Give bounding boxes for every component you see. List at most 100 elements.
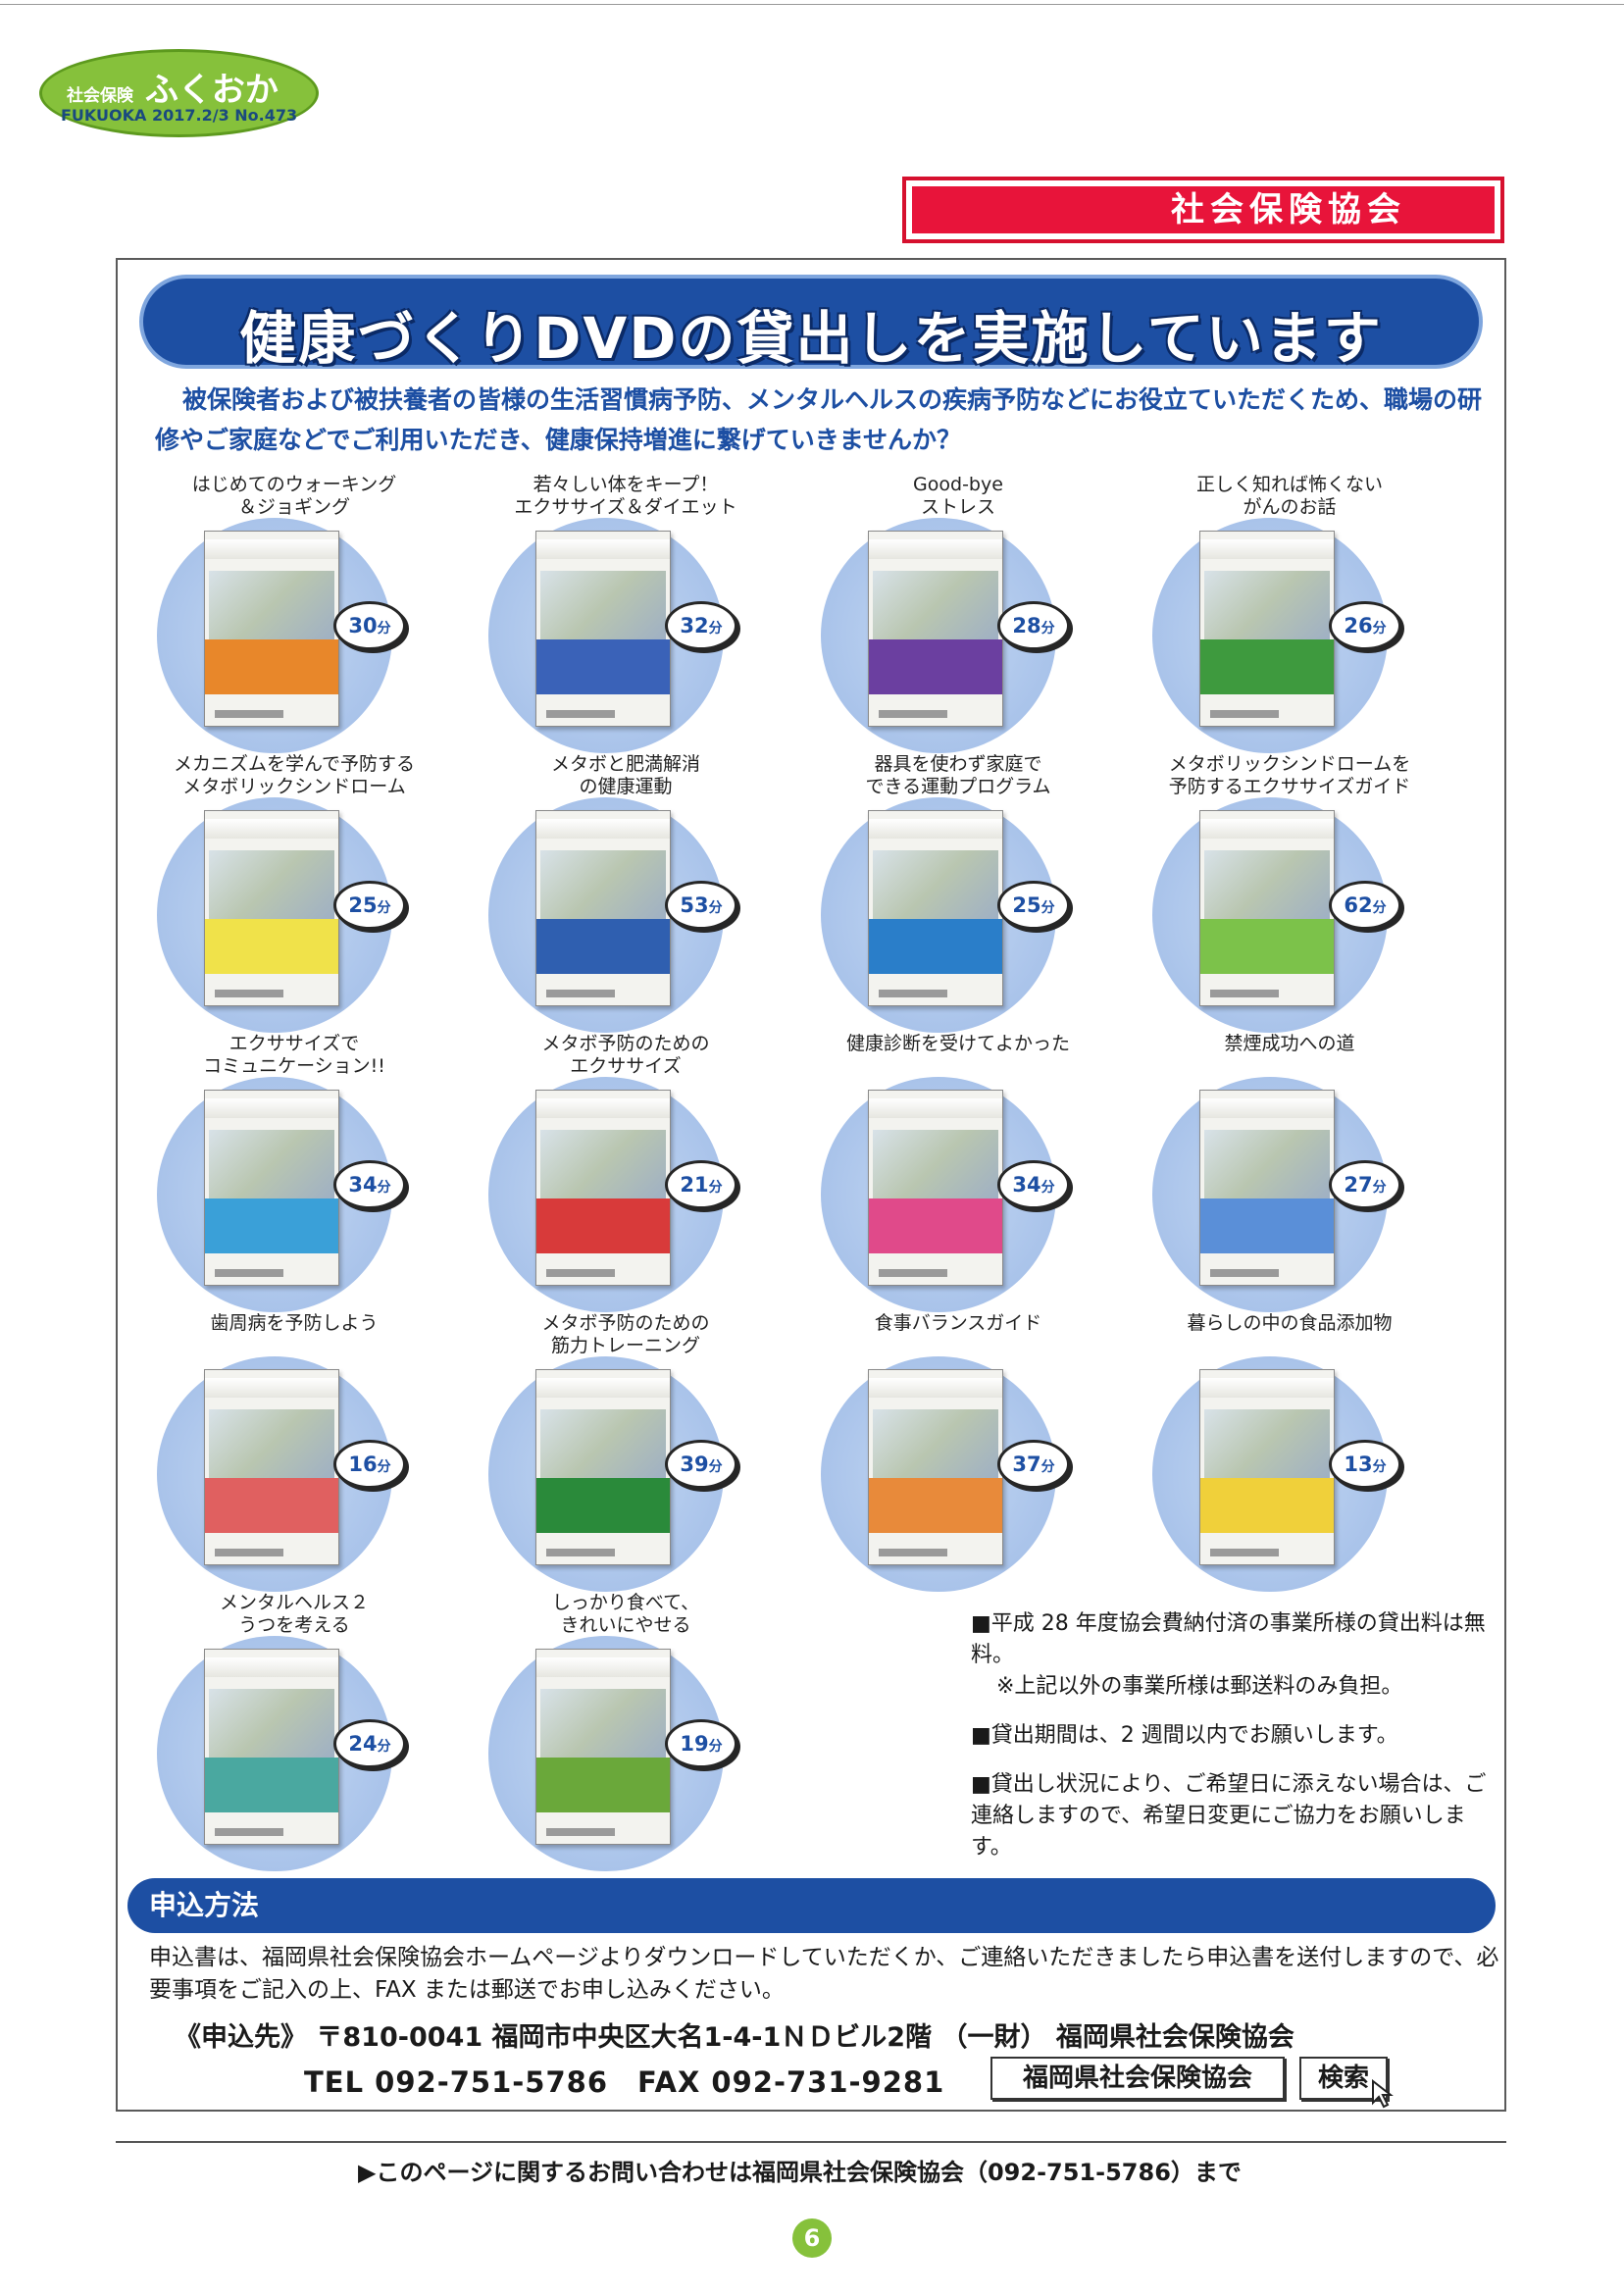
dvd-cover-photo — [873, 850, 998, 919]
dvd-cover — [535, 531, 671, 727]
dvd-cover-header — [869, 1098, 1002, 1118]
dvd-minutes-unit: 分 — [377, 1739, 391, 1755]
dvd-cover-header — [205, 819, 338, 839]
dvd-title: しっかり食べて、 きれいにやせる — [551, 1592, 700, 1636]
dvd-cover-band — [536, 919, 670, 974]
dvd-cover — [204, 1090, 339, 1286]
dvd-duration-badge: 26分 — [1329, 601, 1401, 650]
dvd-cover-header — [536, 1378, 670, 1398]
dvd-publisher-logo — [215, 1828, 283, 1836]
dvd-minutes: 13 — [1344, 1453, 1373, 1476]
top-rule — [0, 4, 1624, 5]
dvd-minutes-unit: 分 — [377, 1180, 391, 1196]
dvd-cover-photo — [540, 571, 666, 639]
dvd-minutes-unit: 分 — [1372, 1459, 1387, 1475]
lending-notes: ■平成 28 年度協会費納付済の事業所様の貸出料は無料。 ※上記以外の事業所様は… — [971, 1608, 1500, 1881]
dvd-item: 34分 エクササイズで コミュニケーション!! — [137, 1033, 451, 1312]
dvd-minutes-unit: 分 — [1040, 900, 1055, 916]
dvd-title: 食事バランスガイド — [874, 1312, 1042, 1334]
dvd-publisher-logo — [215, 1549, 283, 1556]
dvd-cover-band — [869, 1198, 1002, 1253]
dvd-minutes-unit: 分 — [708, 1459, 723, 1475]
dvd-cover-band — [1200, 919, 1334, 974]
dvd-title: メタボと肥満解消 の健康運動 — [550, 753, 700, 797]
dvd-minutes: 30 — [348, 614, 378, 637]
dvd-cover-band — [205, 1758, 338, 1812]
dvd-cover-band — [869, 1478, 1002, 1533]
dvd-cover-band — [536, 1478, 670, 1533]
dvd-title: エクササイズで コミュニケーション!! — [203, 1033, 385, 1077]
dvd-cover-band — [205, 639, 338, 694]
dvd-minutes-unit: 分 — [377, 1459, 391, 1475]
dvd-minutes: 34 — [1012, 1173, 1041, 1197]
dvd-cover — [868, 1090, 1003, 1286]
dvd-publisher-logo — [879, 1269, 947, 1277]
dvd-item: 32分 若々しい体をキープ！ エクササイズ＆ダイエット — [469, 474, 783, 753]
dvd-cover-header — [869, 819, 1002, 839]
dvd-minutes-unit: 分 — [708, 1180, 723, 1196]
dvd-minutes: 32 — [680, 614, 709, 637]
dvd-title: 正しく知れば怖くない がんのお話 — [1195, 474, 1383, 518]
dvd-cover-photo — [209, 1689, 334, 1758]
dvd-title: 若々しい体をキープ！ エクササイズ＆ダイエット — [514, 474, 737, 518]
dvd-publisher-logo — [1210, 990, 1279, 997]
dvd-minutes-unit: 分 — [708, 900, 723, 916]
dvd-duration-badge: 53分 — [665, 881, 737, 930]
dvd-minutes-unit: 分 — [377, 621, 391, 637]
dvd-minutes: 37 — [1012, 1453, 1041, 1476]
section-tab-label: 社会保険協会 — [912, 186, 1495, 233]
dvd-minutes: 26 — [1344, 614, 1373, 637]
dvd-cover-band — [869, 919, 1002, 974]
dvd-publisher-logo — [215, 990, 283, 997]
dvd-cover — [535, 1090, 671, 1286]
article-title: 健康づくりDVDの貸出しを実施しています — [239, 305, 1383, 372]
dvd-publisher-logo — [879, 990, 947, 997]
dvd-item: 30分 はじめてのウォーキング ＆ジョギング — [137, 474, 451, 753]
search-button[interactable]: 検索 — [1299, 2057, 1388, 2100]
note-availability: ■貸出し状況により、ご希望日に添えない場合は、ご連絡しますので、希望日変更にご協… — [971, 1772, 1487, 1860]
dvd-minutes: 53 — [680, 893, 709, 917]
dvd-minutes: 21 — [680, 1173, 709, 1197]
dvd-cover — [1199, 810, 1335, 1006]
dvd-duration-badge: 30分 — [333, 601, 406, 650]
dvd-title: Good-bye ストレス — [913, 474, 1003, 518]
dvd-publisher-logo — [546, 1828, 615, 1836]
dvd-cover — [1199, 1090, 1335, 1286]
note-fee-sub: ※上記以外の事業所様は郵送料のみ負担。 — [996, 1674, 1403, 1699]
dvd-cover-band — [536, 1758, 670, 1812]
dvd-cover-photo — [1204, 850, 1330, 919]
page-number: 6 — [792, 2218, 832, 2258]
dvd-publisher-logo — [546, 990, 615, 997]
dvd-minutes: 25 — [348, 893, 378, 917]
dvd-minutes: 34 — [348, 1173, 378, 1197]
dvd-duration-badge: 32分 — [665, 601, 737, 650]
dvd-cover-photo — [1204, 571, 1330, 639]
dvd-title: メンタルヘルス２ うつを考える — [219, 1592, 369, 1636]
dvd-title: 禁煙成功への道 — [1224, 1033, 1355, 1054]
dvd-cover-band — [205, 919, 338, 974]
dvd-duration-badge: 13分 — [1329, 1440, 1401, 1489]
dvd-duration-badge: 25分 — [997, 881, 1070, 930]
dvd-title: はじめてのウォーキング ＆ジョギング — [191, 474, 397, 518]
dvd-cover-header — [536, 1657, 670, 1677]
dvd-cover-header — [536, 819, 670, 839]
dvd-duration-badge: 27分 — [1329, 1160, 1401, 1209]
dvd-cover-header — [536, 1098, 670, 1118]
article-intro: 被保険者および被扶養者の皆様の生活習慣病予防、メンタルヘルスの疾病予防などにお役… — [155, 385, 1483, 454]
dvd-title: メカニズムを学んで予防する メタボリックシンドローム — [173, 753, 416, 797]
dvd-item: 16分歯周病を予防しよう — [137, 1312, 451, 1592]
dvd-minutes: 25 — [1012, 893, 1041, 917]
dvd-title: 歯周病を予防しよう — [210, 1312, 379, 1334]
dvd-cover-header — [1200, 1098, 1334, 1118]
dvd-minutes-unit: 分 — [1372, 1180, 1387, 1196]
dvd-cover — [868, 810, 1003, 1006]
dvd-cover-header — [205, 539, 338, 559]
dvd-publisher-logo — [879, 1549, 947, 1556]
search-input[interactable]: 福岡県社会保険協会 — [990, 2057, 1285, 2100]
dvd-minutes: 28 — [1012, 614, 1041, 637]
dvd-item: 13分暮らしの中の食品添加物 — [1133, 1312, 1446, 1592]
dvd-duration-badge: 39分 — [665, 1440, 737, 1489]
note-period: ■貸出期間は、2 週間以内でお願いします。 — [971, 1723, 1398, 1748]
dvd-cover-band — [205, 1198, 338, 1253]
article-banner: 健康づくりDVDの貸出しを実施しています — [139, 275, 1483, 372]
